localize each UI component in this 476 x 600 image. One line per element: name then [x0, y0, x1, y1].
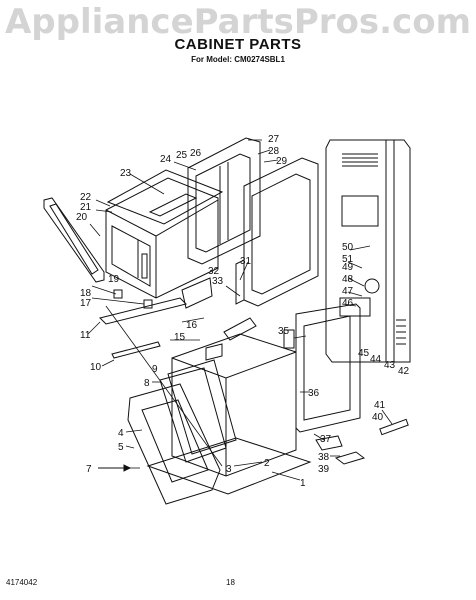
callout-29: 29	[276, 156, 288, 167]
callout-50: 50	[342, 242, 354, 253]
callout-11: 11	[80, 330, 91, 341]
callout-46: 46	[342, 298, 354, 309]
callout-32: 32	[208, 266, 220, 277]
callout-37: 37	[320, 434, 332, 445]
callout-4: 4	[118, 428, 124, 439]
callout-51: 51	[342, 254, 354, 265]
callout-25: 25	[176, 150, 188, 161]
side-panel-part	[243, 157, 319, 307]
callout-20: 20	[76, 212, 88, 223]
fastener-arrow	[98, 464, 132, 472]
callout-19: 19	[108, 274, 120, 285]
callout-49: 49	[342, 262, 354, 273]
callout-27: 27	[268, 134, 280, 145]
page-title: CABINET PARTS	[174, 36, 302, 53]
model-line: For Model: CM0274SBL1	[191, 55, 285, 64]
callout-17: 17	[80, 298, 92, 309]
callout-5: 5	[118, 442, 124, 453]
microwave-housing-part	[105, 177, 219, 299]
callout-15: 15	[174, 332, 186, 343]
callout-2: 2	[264, 458, 270, 469]
callout-31: 31	[240, 256, 252, 267]
callout-35: 35	[278, 326, 290, 337]
callout-36: 36	[308, 388, 320, 399]
leader-lines	[87, 139, 393, 481]
callout-3: 3	[226, 464, 232, 475]
doc-number: 4174042	[6, 578, 38, 587]
callout-39: 39	[318, 464, 330, 475]
bracket-part	[113, 259, 409, 465]
door-frame-part	[127, 383, 221, 505]
callout-42: 42	[398, 366, 410, 377]
callout-43: 43	[384, 360, 396, 371]
callout-24: 24	[160, 154, 172, 165]
callout-8: 8	[144, 378, 150, 389]
callout-45: 45	[358, 348, 370, 359]
callout-38: 38	[318, 452, 330, 463]
callout-7: 7	[86, 464, 92, 475]
callout-1: 1	[300, 478, 306, 489]
callout-22: 22	[80, 192, 92, 203]
oven-liner-part	[171, 333, 297, 477]
trim-strip-part	[99, 297, 187, 359]
watermark: AppliancePartsPros.com	[4, 2, 471, 42]
callout-23: 23	[120, 168, 132, 179]
callout-41: 41	[374, 400, 386, 411]
page-number: 18	[226, 578, 235, 587]
base-plate-part	[146, 437, 312, 495]
control-housing-part	[325, 139, 411, 363]
oven-cabinet-part	[295, 303, 361, 433]
callout-18: 18	[80, 288, 92, 299]
callout-26: 26	[190, 148, 202, 159]
callout-21: 21	[80, 202, 92, 213]
callout-40: 40	[372, 412, 384, 423]
callout-10: 10	[90, 362, 102, 373]
door-glass-part	[159, 359, 237, 463]
trim-frame-part	[43, 197, 105, 283]
callout-47: 47	[342, 286, 354, 297]
callout-33: 33	[212, 276, 224, 287]
callout-9: 9	[152, 364, 158, 375]
callout-28: 28	[268, 146, 280, 157]
rear-panel-part	[187, 137, 261, 265]
callout-44: 44	[370, 354, 382, 365]
callout-labels: 1 2 3 4 5 7 8 9 10 11 15 16 17 18 19 20 …	[76, 134, 410, 489]
callout-48: 48	[342, 274, 354, 285]
callout-16: 16	[186, 320, 198, 331]
